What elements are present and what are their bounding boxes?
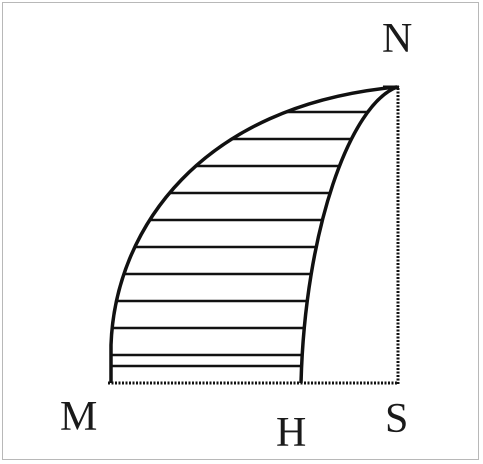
label-s: S <box>385 396 408 442</box>
arc-m-to-n <box>109 85 398 383</box>
label-n: N <box>382 16 412 62</box>
image-frame <box>2 2 479 460</box>
label-m: M <box>60 394 97 440</box>
hatched-region <box>111 110 397 368</box>
arc-h-to-n <box>299 85 398 384</box>
label-h: H <box>276 410 306 456</box>
